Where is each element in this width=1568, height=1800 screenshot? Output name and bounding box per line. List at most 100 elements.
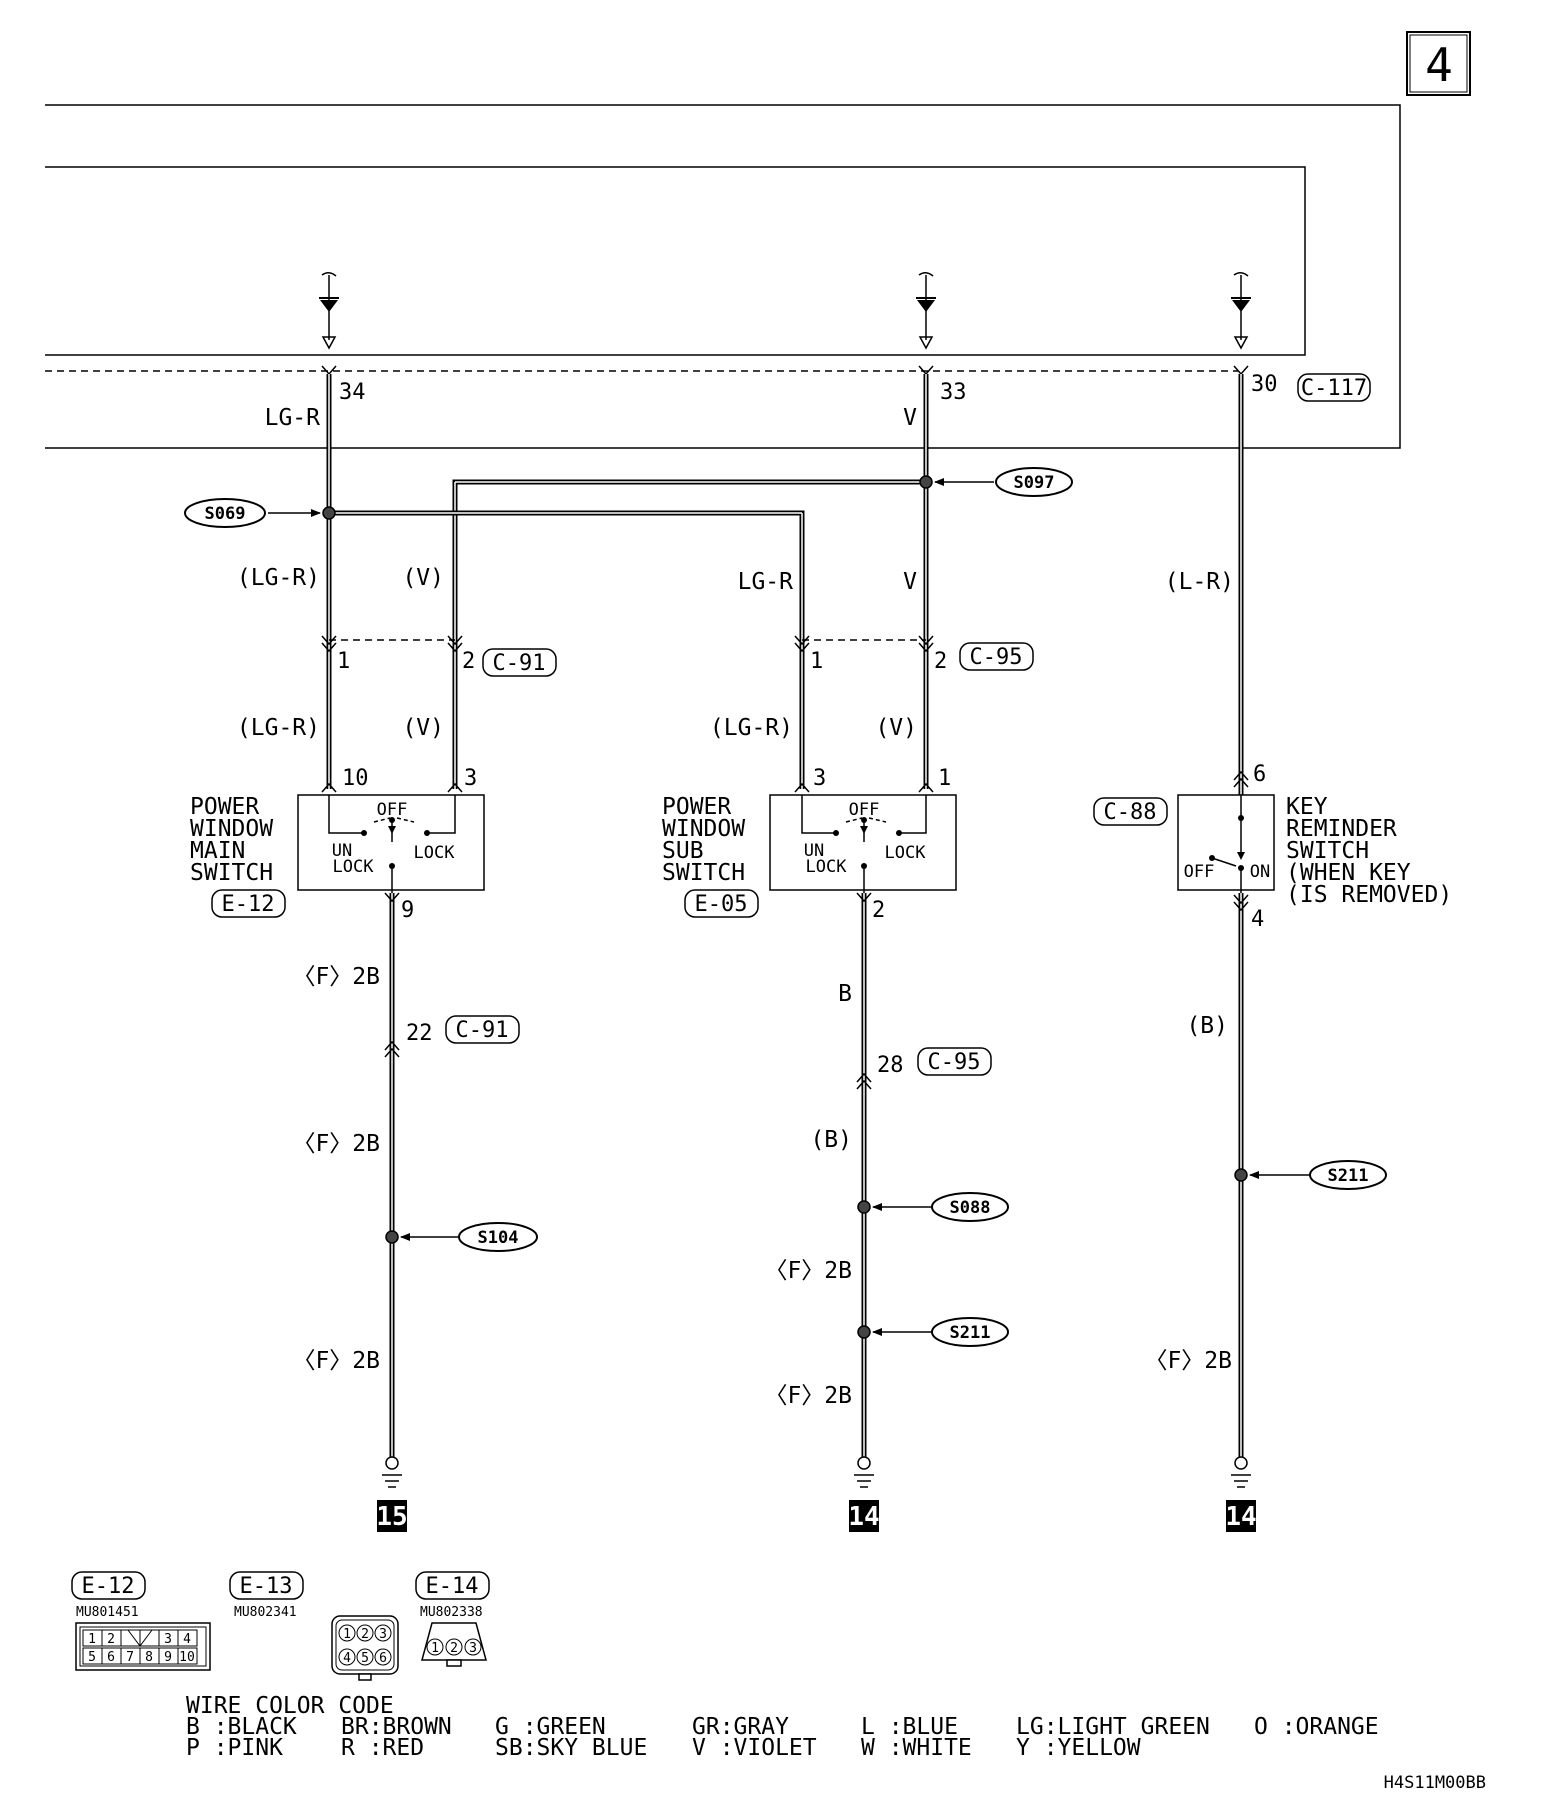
e12-connector-face: 1 2 3 4 5 6 7 8 9 10 (75, 1622, 211, 1671)
pin-number: 9 (164, 1650, 172, 1665)
wire-color-labels: LG-R V (LG-R) (V) LG-R V (L-R) (LG-R) (V… (237, 405, 1234, 1409)
pin-label: 22 (406, 1021, 433, 1046)
ground-number: 14 (848, 1502, 879, 1532)
component-name: (WHEN KEY (1286, 860, 1411, 886)
pin-number: 8 (145, 1650, 153, 1665)
splice-dot (1234, 1168, 1248, 1182)
pin-number: 3 (164, 1632, 172, 1647)
component-name: WINDOW (662, 816, 745, 842)
wire-label: (V) (402, 565, 444, 591)
legend-entry: V :VIOLET (692, 1735, 817, 1761)
component-name: REMINDER (1286, 816, 1397, 842)
pin-number: 2 (107, 1632, 115, 1647)
legend-entry: W :WHITE (861, 1735, 972, 1761)
wire-label: (V) (875, 715, 917, 741)
pin-label: 6 (1253, 762, 1266, 787)
legend-entry: P :PINK (186, 1735, 283, 1761)
ground-number: 14 (1225, 1502, 1256, 1532)
e14-connector-face: 1 2 3 (421, 1622, 487, 1667)
pin-number: 6 (107, 1650, 115, 1665)
connector-label: C-95 (970, 645, 1023, 670)
component-name: MAIN (190, 838, 245, 864)
legend-title: WIRE COLOR CODE (186, 1693, 394, 1719)
ecu-frame (45, 104, 1401, 449)
legend-entry: R :RED (341, 1735, 424, 1761)
component-name: (IS REMOVED) (1286, 882, 1452, 908)
connector-chevrons (321, 635, 1249, 1090)
wire-label: (V) (402, 715, 444, 741)
wire-label: 〈F〉2B (1144, 1348, 1232, 1374)
part-number: MU802338 (420, 1605, 483, 1620)
component-name: KEY (1286, 794, 1328, 820)
component-name: SWITCH (1286, 838, 1369, 864)
ground-icon: 14 (1225, 1456, 1257, 1532)
switch-position-label: ON (1250, 862, 1270, 882)
wire-label: LG-R (265, 405, 321, 431)
pin-number: 5 (361, 1651, 369, 1666)
pin-number: 5 (88, 1650, 96, 1665)
pin-label: 28 (877, 1053, 904, 1078)
wire-label: (LG-R) (237, 565, 320, 591)
pin-label: 3 (464, 766, 477, 791)
pin-label: 34 (339, 380, 366, 405)
drawing-code: H4S11M00BB (1384, 1773, 1486, 1793)
wire-label: V (903, 569, 917, 595)
legend-entry: O :ORANGE (1254, 1714, 1379, 1740)
pin-label: 1 (810, 649, 823, 674)
pin-label: 9 (401, 898, 414, 923)
pin-label: 2 (462, 649, 475, 674)
wire-label: V (903, 405, 917, 431)
pin-number: 4 (183, 1632, 191, 1647)
pin-label: 30 (1251, 372, 1278, 397)
splice-label: S104 (478, 1228, 519, 1248)
connector-views: E-12 MU801451 1 2 3 4 (71, 1571, 490, 1681)
splice-label: S069 (205, 504, 246, 524)
splice-dot (919, 475, 933, 489)
ground-icon: 15 (376, 1456, 408, 1532)
component-name: POWER (662, 794, 731, 820)
splice-dot (385, 1230, 399, 1244)
switch-position-label: OFF (377, 800, 408, 820)
wire-label: (LG-R) (710, 715, 793, 741)
component-name: SUB (662, 838, 704, 864)
power-window-sub-switch: OFF UN LOCK LOCK 3 1 2 POWER WINDOW SUB … (662, 766, 957, 923)
power-window-main-switch: OFF UN LOCK LOCK 10 3 9 POWER WINDOW MAI… (190, 766, 485, 923)
wire-label: (LG-R) (237, 715, 320, 741)
connector-label: E-12 (222, 892, 275, 917)
wires (326, 374, 1244, 1462)
wire-label: LG-R (738, 569, 794, 595)
wire-label: B (838, 981, 852, 1007)
splice-label: S211 (1328, 1166, 1369, 1186)
diode-icon (319, 272, 339, 350)
pin-number: 3 (379, 1627, 387, 1642)
key-reminder-switch: OFF ON 6 4 C-88 KEY REMINDER SWITCH (WHE… (1093, 762, 1452, 932)
connector-label: E-05 (695, 892, 748, 917)
pin-label: 2 (872, 898, 885, 923)
ecu-connector-pins: 34 33 30 C-117 (321, 365, 1371, 405)
legend-entry: Y :YELLOW (1016, 1735, 1141, 1761)
splice-dot (857, 1325, 871, 1339)
page-number-box: 4 (1406, 31, 1471, 96)
wire-label: 〈F〉2B (764, 1383, 852, 1409)
part-number: MU801451 (76, 1605, 139, 1620)
component-name: WINDOW (190, 816, 273, 842)
pin-number: 1 (343, 1627, 351, 1642)
splice-label: S097 (1014, 473, 1055, 493)
pin-number: 6 (379, 1651, 387, 1666)
connector-label: C-95 (928, 1050, 981, 1075)
connector-label: C-91 (493, 651, 546, 676)
connector-label: C-88 (1104, 800, 1157, 825)
legend-entry: SB:SKY BLUE (495, 1735, 647, 1761)
pin-label: 2 (934, 649, 947, 674)
switch-position-label: LOCK (333, 857, 375, 877)
legend-entry: L :BLUE (861, 1714, 958, 1740)
ground-icon: 14 (848, 1456, 880, 1532)
switch-position-label: OFF (1184, 862, 1215, 882)
component-name: POWER (190, 794, 259, 820)
splice-dot (322, 506, 336, 520)
splices: S069 S097 S104 S088 S211 S211 (184, 467, 1387, 1347)
wire-label: 〈F〉2B (292, 1131, 380, 1157)
legend-entry: LG:LIGHT GREEN (1016, 1714, 1210, 1740)
pin-label: 1 (337, 649, 350, 674)
ground-number: 15 (376, 1502, 407, 1532)
